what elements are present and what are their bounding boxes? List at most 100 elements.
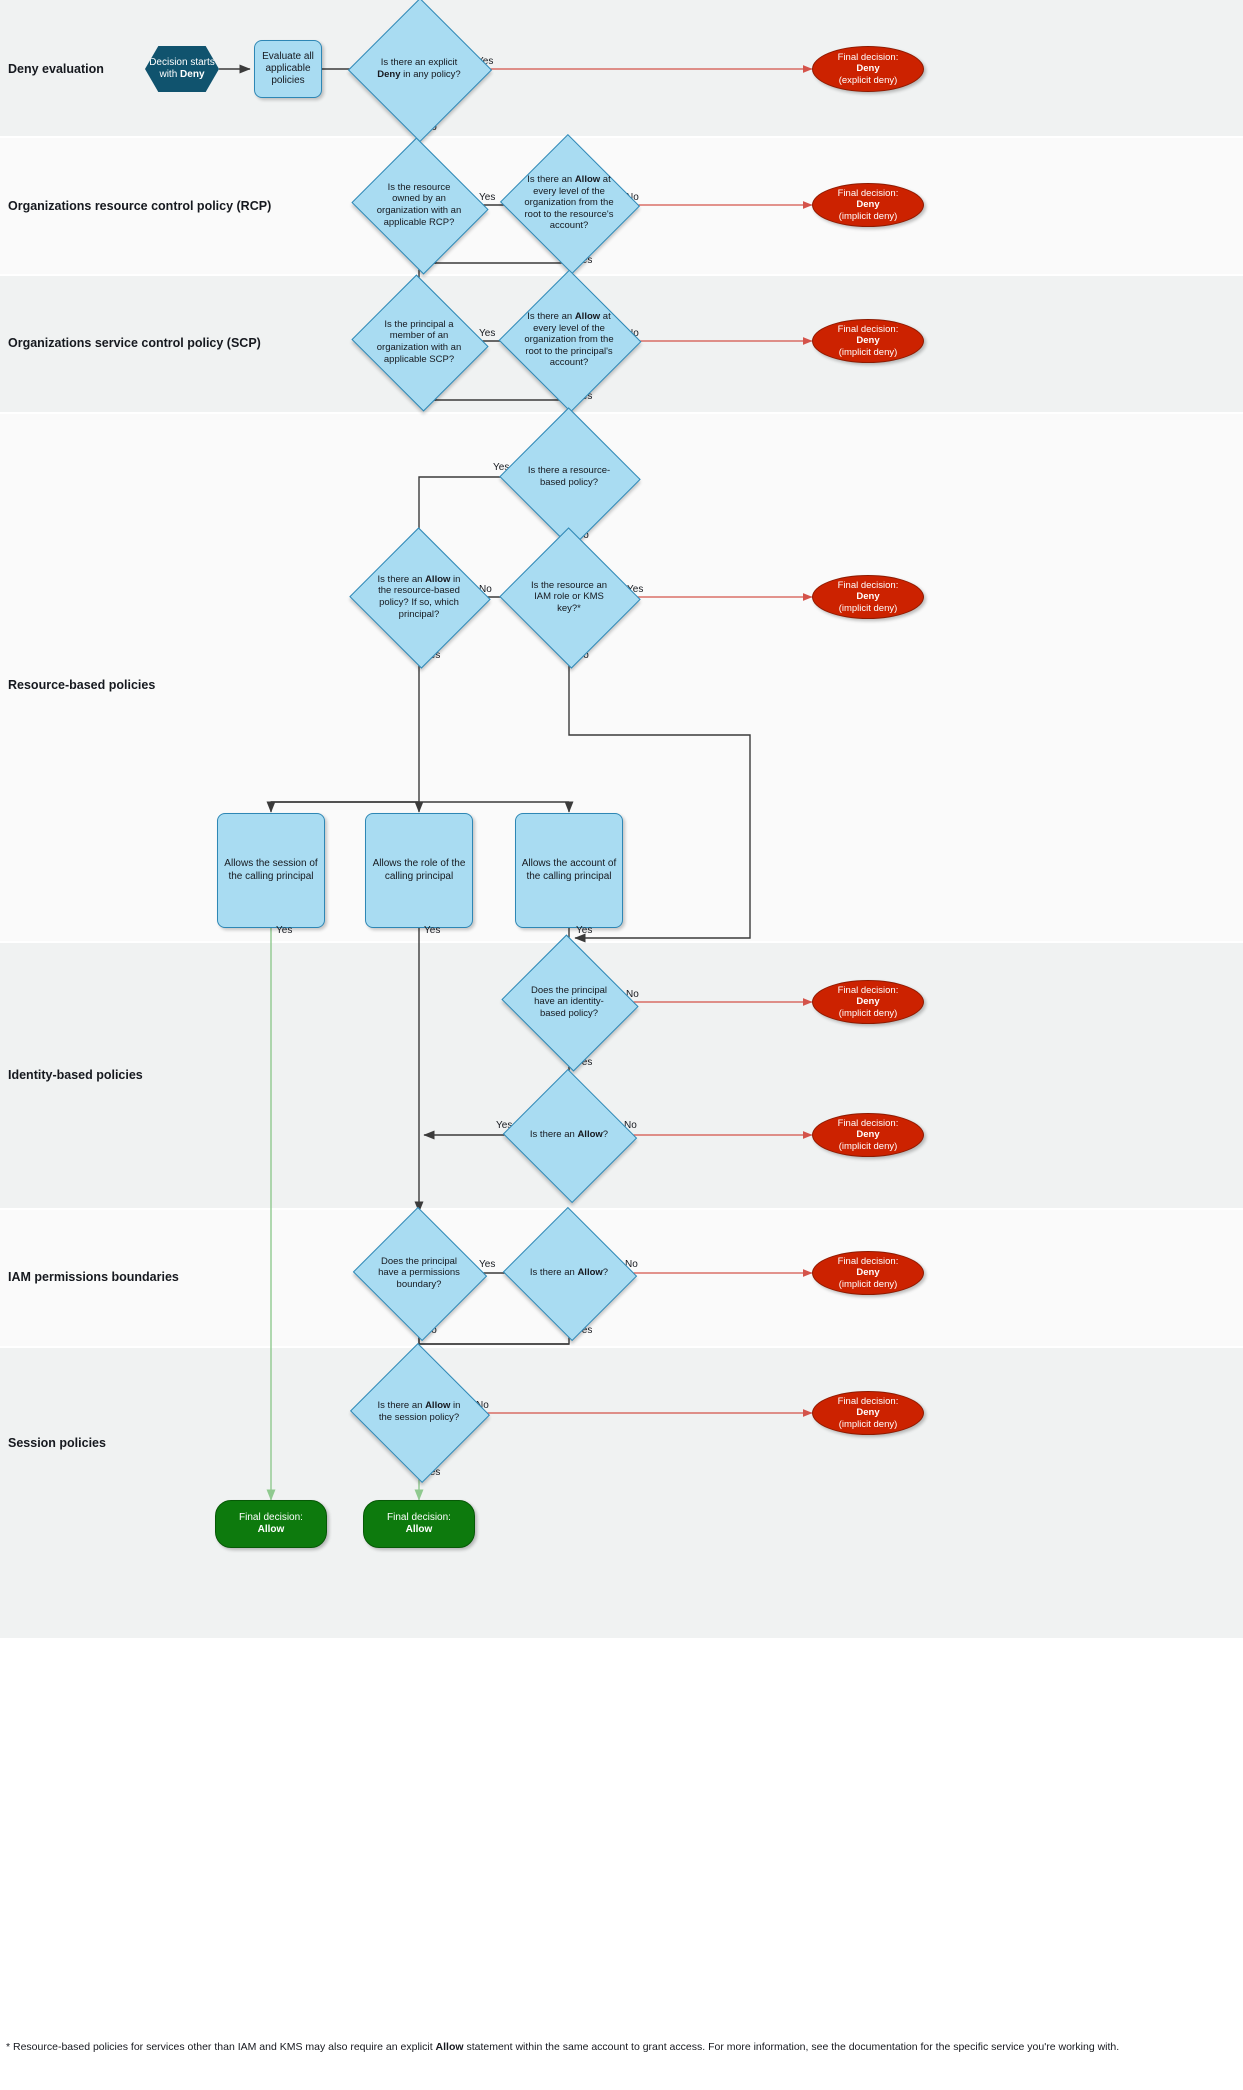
lane-label-identity-based: Identity-based policies — [8, 1068, 143, 1082]
deny-implicit-line1: Final decision: — [837, 1255, 899, 1267]
terminator-deny-implicit-identity[interactable]: Final decision: Deny (implicit deny) — [812, 980, 924, 1024]
scp-allow-post: at every level of the organization from … — [524, 311, 614, 369]
pb-allow-pre: Is there an — [529, 1267, 578, 1279]
rcp-allow-bold: Allow — [574, 174, 601, 186]
terminator-deny-implicit-permissions-boundary[interactable]: Final decision: Deny (implicit deny) — [812, 1251, 924, 1295]
deny-implicit-line2: Deny — [856, 199, 880, 211]
deny-implicit-line3: (implicit deny) — [838, 1418, 898, 1430]
start-node-decision-starts-with-deny[interactable]: Decision starts with Deny — [145, 46, 219, 92]
edge-label-no: No — [626, 989, 639, 1000]
footnote: * Resource-based policies for services o… — [6, 2040, 1236, 2055]
decision-identity-allow[interactable]: Is there an Allow? — [502, 1068, 638, 1204]
start-line1: Decision starts — [149, 56, 215, 68]
terminator-deny-implicit-scp[interactable]: Final decision: Deny (implicit deny) — [812, 319, 924, 363]
lane-label-deny-evaluation: Deny evaluation — [8, 62, 104, 76]
deny-implicit-line3: (implicit deny) — [838, 602, 898, 614]
allow-line2: Allow — [257, 1524, 285, 1535]
deny-implicit-line1: Final decision: — [837, 1395, 899, 1407]
deny-implicit-line2: Deny — [856, 335, 880, 347]
pb-allow-bold: Allow — [577, 1267, 603, 1279]
terminator-allow-session-branch[interactable]: Final decision: Allow — [215, 1500, 327, 1548]
outcome-allows-account[interactable]: Allows the account of the calling princi… — [515, 813, 623, 928]
edge-label-no: No — [625, 1259, 638, 1270]
edge-label-yes: Yes — [493, 462, 510, 473]
decision-allow-in-resource-based-policy[interactable]: Is there an Allow in the resource-based … — [349, 527, 491, 669]
edge-label-yes: Yes — [424, 925, 441, 936]
footnote-bold: Allow — [435, 2041, 464, 2053]
edge-label-yes: Yes — [576, 1325, 593, 1336]
session-allow-bold: Allow — [425, 1400, 451, 1412]
edge-label-yes: Yes — [477, 56, 494, 67]
outcome-allows-role[interactable]: Allows the role of the calling principal — [365, 813, 473, 928]
process-evaluate-all-policies[interactable]: Evaluate all applicable policies — [254, 40, 322, 98]
terminator-deny-implicit-rcp[interactable]: Final decision: Deny (implicit deny) — [812, 183, 924, 227]
explicit-deny-bold: Deny — [377, 69, 401, 80]
edge-label-yes: Yes — [576, 1057, 593, 1068]
decision-has-permissions-boundary[interactable]: Does the principal have a permissions bo… — [352, 1206, 488, 1342]
edge-label-no: No — [479, 584, 492, 595]
lane-label-permissions-boundaries: IAM permissions boundaries — [8, 1270, 179, 1284]
deny-implicit-line1: Final decision: — [837, 187, 899, 199]
terminator-deny-implicit-session[interactable]: Final decision: Deny (implicit deny) — [812, 1391, 924, 1435]
rbp-allow-post: in the resource-based policy? If so, whi… — [378, 573, 461, 620]
session-allow-post: in the session policy? — [378, 1400, 461, 1423]
rcp-owned-label: Is the resource owned by an organization… — [376, 181, 462, 228]
deny-implicit-line3: (implicit deny) — [838, 210, 898, 222]
decision-rcp-resource-owned[interactable]: Is the resource owned by an organization… — [351, 137, 489, 275]
iam-role-kms-label: Is the resource an IAM role or KMS key?* — [530, 579, 608, 614]
decision-scp-principal-member[interactable]: Is the principal a member of an organiza… — [351, 274, 489, 412]
decision-resource-is-iam-role-or-kms-key[interactable]: Is the resource an IAM role or KMS key?* — [499, 527, 641, 669]
deny-implicit-line2: Deny — [856, 1129, 880, 1141]
deny-implicit-line1: Final decision: — [837, 984, 899, 996]
deny-implicit-line1: Final decision: — [837, 579, 899, 591]
deny-implicit-line3: (implicit deny) — [838, 1140, 898, 1152]
decision-has-identity-based-policy[interactable]: Does the principal have an identity-base… — [501, 934, 639, 1072]
decision-scp-allow-every-level[interactable]: Is there an Allow at every level of the … — [498, 269, 642, 413]
rbp-allow-bold: Allow — [425, 573, 451, 585]
allows-session-label: Allows the session of the calling princi… — [224, 858, 318, 882]
terminator-deny-implicit-identity-allow[interactable]: Final decision: Deny (implicit deny) — [812, 1113, 924, 1157]
deny-explicit-line3: (explicit deny) — [838, 74, 898, 86]
edge-label-no: No — [624, 1120, 637, 1131]
rcp-allow-pre: Is there an — [527, 174, 575, 186]
deny-implicit-line2: Deny — [856, 1407, 880, 1419]
outcome-allows-session[interactable]: Allows the session of the calling princi… — [217, 813, 325, 928]
lane-label-resource-based: Resource-based policies — [8, 678, 156, 692]
pb-exists-label: Does the principal have a permissions bo… — [378, 1255, 460, 1290]
footnote-post: statement within the same account to gra… — [463, 2041, 1120, 2053]
deny-implicit-line2: Deny — [856, 591, 880, 603]
terminator-allow-main-branch[interactable]: Final decision: Allow — [363, 1500, 475, 1548]
scp-allow-bold: Allow — [574, 311, 601, 323]
decision-permissions-boundary-allow[interactable]: Is there an Allow? — [502, 1206, 638, 1342]
decision-rcp-allow-every-level[interactable]: Is there an Allow at every level of the … — [499, 133, 641, 275]
decision-explicit-deny[interactable]: Is there an explicit Deny in any policy? — [347, 0, 493, 143]
deny-implicit-line2: Deny — [856, 1267, 880, 1279]
allow-line2: Allow — [405, 1524, 433, 1535]
session-allow-pre: Is there an — [377, 1400, 426, 1412]
rbp-allow-pre: Is there an — [377, 573, 426, 585]
edge-label-yes: Yes — [627, 584, 644, 595]
lane-label-rcp: Organizations resource control policy (R… — [8, 199, 272, 213]
allows-account-label: Allows the account of the calling princi… — [521, 858, 617, 882]
identity-allow-pre: Is there an — [529, 1129, 578, 1141]
deny-implicit-line3: (implicit deny) — [838, 1278, 898, 1290]
identity-allow-post: ? — [602, 1129, 609, 1141]
deny-explicit-line2: Deny — [856, 63, 880, 75]
terminator-deny-explicit[interactable]: Final decision: Deny (explicit deny) — [812, 46, 924, 92]
footnote-pre: * Resource-based policies for services o… — [6, 2041, 436, 2053]
pb-allow-post: ? — [602, 1267, 609, 1279]
explicit-deny-post: in any policy? — [400, 69, 461, 80]
scp-member-label: Is the principal a member of an organiza… — [376, 318, 462, 365]
decision-session-policy-allow[interactable]: Is there an Allow in the session policy? — [349, 1342, 491, 1484]
lane-session-policies — [0, 1348, 1243, 1638]
evaluate-label: Evaluate all applicable policies — [262, 50, 314, 87]
start-line2-with: with — [159, 69, 181, 80]
deny-explicit-line1: Final decision: — [837, 51, 899, 63]
lane-label-scp: Organizations service control policy (SC… — [8, 336, 261, 350]
rcp-allow-post: at every level of the organization from … — [524, 174, 614, 232]
terminator-deny-implicit-resource-based[interactable]: Final decision: Deny (implicit deny) — [812, 575, 924, 619]
decision-resource-based-policy-exists[interactable]: Is there a resource-based policy? — [499, 407, 641, 549]
start-line2-bold: Deny — [180, 69, 205, 80]
edge-label-yes: Yes — [276, 925, 293, 936]
